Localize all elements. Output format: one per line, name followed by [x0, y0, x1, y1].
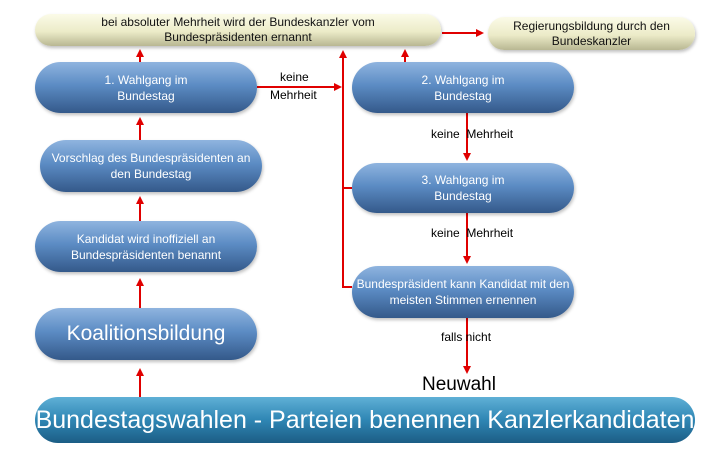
node-round2-text: 2. Wahlgang im Bundestag [421, 72, 505, 103]
label-if-not: falls nicht [441, 330, 492, 344]
node-round3-text: 3. Wahlgang im Bundestag [421, 173, 505, 203]
node-government-text: Regierungsbildung durch den Bundeskanzle… [513, 18, 670, 48]
node-appointment-text: bei absoluter Mehrheit wird der Bundeska… [101, 15, 375, 44]
label-no-majority-1a: keine [280, 70, 309, 84]
node-candidate: Kandidat wird inoffiziell an Bundespräsi… [35, 221, 257, 272]
node-president-option: Bundespräsident kann Kandidat mit den me… [352, 266, 574, 318]
node-candidate-text: Kandidat wird inoffiziell an Bundespräsi… [70, 231, 222, 262]
label-no-majority-2: keine Mehrheit [431, 127, 514, 141]
label-no-majority-1b: Mehrheit [270, 88, 317, 102]
node-appointment: bei absoluter Mehrheit wird der Bundeska… [35, 14, 441, 46]
node-round1: 1. Wahlgang im Bundestag [35, 62, 257, 113]
node-proposal-text: Vorschlag des Bundespräsidenten an den B… [51, 151, 251, 181]
node-new-election: Neuwahl [422, 374, 496, 395]
node-proposal: Vorschlag des Bundespräsidenten an den B… [40, 140, 262, 192]
node-government: Regierungsbildung durch den Bundeskanzle… [488, 17, 695, 50]
node-round1-text: 1. Wahlgang im Bundestag [104, 72, 188, 103]
node-coalition: Koalitionsbildung [35, 308, 257, 360]
node-round2: 2. Wahlgang im Bundestag [352, 62, 574, 113]
node-president-option-text: Bundespräsident kann Kandidat mit den me… [356, 277, 570, 307]
node-round3: 3. Wahlgang im Bundestag [352, 163, 574, 213]
node-coalition-text: Koalitionsbildung [66, 322, 226, 345]
node-elections-text: Bundestagswahlen - Parteien benennen Kan… [35, 405, 695, 434]
label-no-majority-3: keine Mehrheit [431, 226, 514, 240]
arrow-right-return-line [339, 50, 352, 288]
node-elections: Bundestagswahlen - Parteien benennen Kan… [35, 397, 695, 443]
